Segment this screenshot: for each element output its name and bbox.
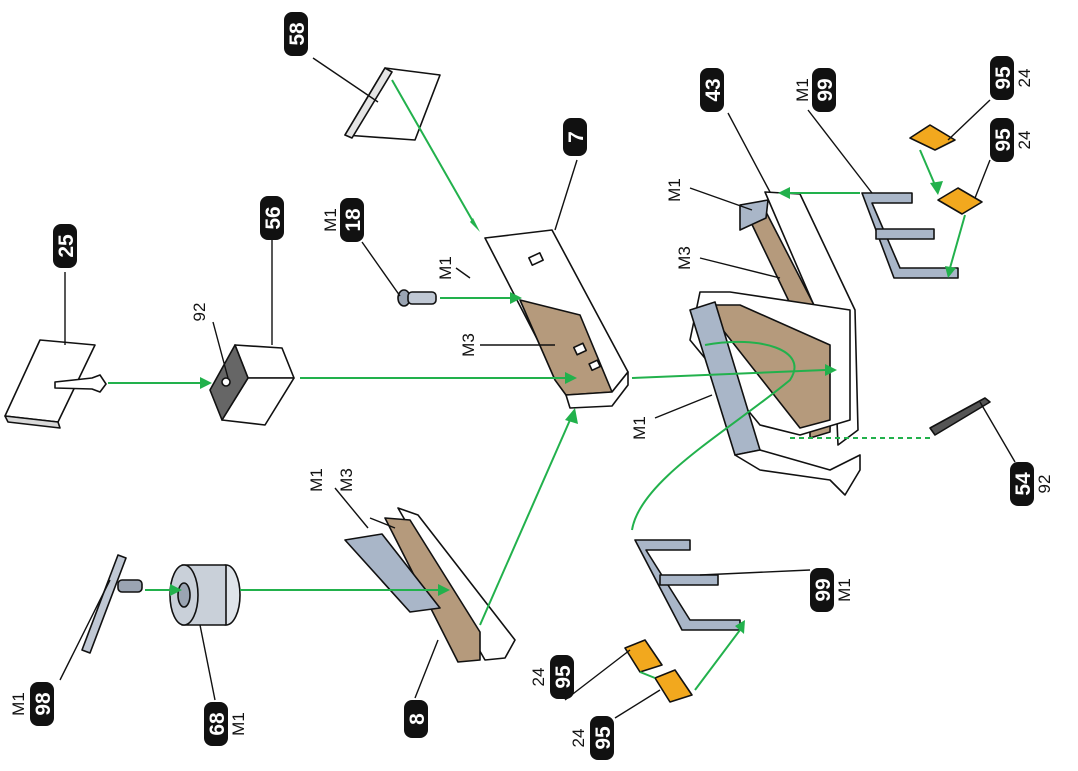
callout-99-upper: 99 bbox=[812, 68, 837, 112]
part-99-bracket-lower bbox=[634, 539, 741, 631]
label-m1-18: M1 bbox=[321, 208, 340, 232]
part-18-pin bbox=[397, 289, 437, 307]
label-24-upper-2: 24 bbox=[1015, 131, 1034, 150]
small-labels: 92 M1 M1 M3 M1 24 24 M1 M3 M1 M1 M3 M1 M… bbox=[9, 69, 1054, 748]
callout-25: 25 bbox=[53, 224, 78, 268]
callout-95-upper-2: 95 bbox=[990, 118, 1015, 162]
label-24-lower-1: 24 bbox=[529, 668, 548, 687]
svg-text:95: 95 bbox=[552, 665, 575, 689]
svg-text:58: 58 bbox=[286, 22, 309, 46]
callout-7: 7 bbox=[563, 118, 588, 156]
svg-text:8: 8 bbox=[406, 713, 429, 725]
callout-56: 56 bbox=[260, 196, 285, 240]
leader-lines bbox=[59, 57, 1016, 719]
svg-text:18: 18 bbox=[342, 208, 365, 232]
callout-95-upper-1: 95 bbox=[990, 56, 1015, 100]
label-m3-7: M3 bbox=[459, 333, 478, 357]
part-main-frame bbox=[689, 291, 861, 496]
callout-95-lower-2: 95 bbox=[590, 716, 615, 760]
part-68-roller bbox=[169, 564, 241, 626]
label-24-lower-2: 24 bbox=[569, 729, 588, 748]
callout-95-lower-1: 95 bbox=[550, 655, 575, 699]
svg-text:7: 7 bbox=[565, 131, 588, 143]
svg-text:95: 95 bbox=[592, 726, 615, 750]
svg-text:54: 54 bbox=[1012, 472, 1035, 496]
part-25-handle-plate bbox=[4, 339, 107, 429]
part-95-clip-upper-1 bbox=[909, 124, 956, 151]
label-m1-99-lower: M1 bbox=[835, 578, 854, 602]
part-99-bracket-upper bbox=[861, 192, 959, 279]
svg-text:68: 68 bbox=[206, 712, 229, 736]
label-m1-98: M1 bbox=[9, 692, 28, 716]
callout-43: 43 bbox=[700, 68, 725, 112]
svg-text:25: 25 bbox=[55, 234, 78, 258]
callout-99-lower: 99 bbox=[810, 568, 835, 612]
label-92-block: 92 bbox=[190, 303, 209, 322]
part-7-housing bbox=[484, 229, 629, 409]
callout-18: 18 bbox=[340, 198, 365, 242]
callout-98: 98 bbox=[30, 682, 55, 726]
svg-text:95: 95 bbox=[992, 128, 1015, 152]
callout-58: 58 bbox=[284, 12, 309, 56]
label-m1-7: M1 bbox=[436, 256, 455, 280]
part-56-block bbox=[209, 344, 295, 426]
svg-text:99: 99 bbox=[812, 578, 835, 601]
part-95-tab-lower-2 bbox=[654, 669, 693, 703]
label-m1-99-upper: M1 bbox=[793, 78, 812, 102]
svg-text:95: 95 bbox=[992, 66, 1015, 90]
part-95-clip-upper-2 bbox=[937, 187, 983, 215]
label-m1-68: M1 bbox=[229, 712, 248, 736]
label-m1-frame: M1 bbox=[630, 416, 649, 440]
label-m3-8: M3 bbox=[337, 468, 356, 492]
label-24-upper-1: 24 bbox=[1015, 69, 1034, 88]
part-58-plate bbox=[344, 67, 441, 141]
arrowheads bbox=[170, 181, 956, 634]
part-54-strip bbox=[929, 397, 991, 436]
callout-54: 54 bbox=[1010, 462, 1035, 506]
callout-68: 68 bbox=[204, 702, 229, 746]
callout-8: 8 bbox=[404, 700, 429, 738]
svg-text:43: 43 bbox=[702, 78, 725, 101]
svg-text:56: 56 bbox=[262, 206, 285, 229]
svg-text:99: 99 bbox=[814, 78, 837, 101]
part-8-rail bbox=[344, 507, 516, 663]
label-m1-43: M1 bbox=[665, 178, 684, 202]
part-98-axle bbox=[81, 554, 143, 654]
assembly-arrows bbox=[108, 79, 966, 691]
part-95-tab-lower-1 bbox=[624, 639, 663, 673]
svg-text:98: 98 bbox=[32, 692, 55, 716]
label-92-54: 92 bbox=[1035, 475, 1054, 494]
label-m3-43: M3 bbox=[675, 246, 694, 270]
label-m1-8: M1 bbox=[307, 468, 326, 492]
